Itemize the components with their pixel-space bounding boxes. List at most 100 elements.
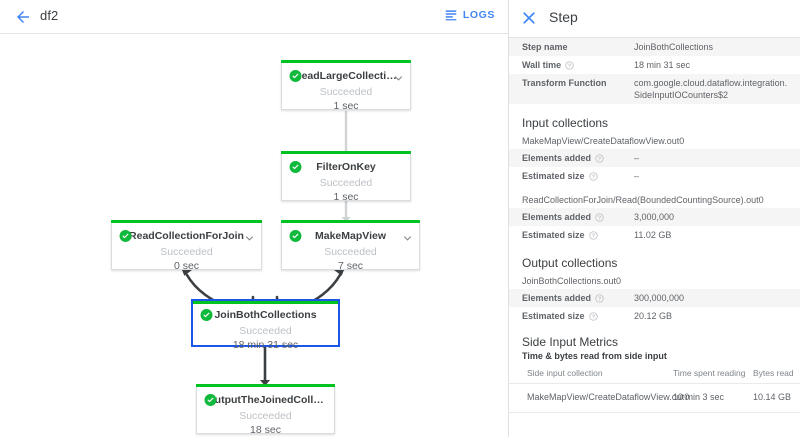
row-value: 20.12 GB (634, 311, 673, 321)
svg-text:?: ? (598, 156, 601, 162)
row-value: com.google.cloud.dataflow.integration.Si… (634, 78, 788, 100)
node-success-bar (281, 60, 411, 63)
graph-node-read-large-collection[interactable]: ReadLargeCollectionFr... Succeeded 1 sec (281, 60, 411, 112)
graph-node-read-collection-for-join[interactable]: ReadCollectionForJoin Succeeded 0 sec (111, 220, 262, 272)
step-panel-body[interactable]: Step name JoinBothCollections Wall time?… (509, 38, 800, 437)
table-row: Estimated size? – (509, 167, 800, 185)
row-key-label: Estimated size (522, 171, 585, 181)
chevron-down-icon[interactable] (402, 231, 413, 242)
graph-node-filter-on-key[interactable]: FilterOnKey Succeeded 1 sec (281, 151, 411, 203)
row-value: 18 min 31 sec (634, 60, 691, 70)
row-key-label: Estimated size (522, 230, 585, 240)
row-key: Estimated size? (509, 167, 634, 185)
graph-node-make-map-view[interactable]: MakeMapView Succeeded 7 sec (281, 220, 420, 272)
row-value: JoinBothCollections (634, 42, 714, 52)
cell-time-spent: 10 min 3 sec (673, 383, 753, 413)
table-header-row: Side input collection Time spent reading… (509, 365, 800, 384)
row-value: 11.02 GB (634, 230, 672, 240)
svg-text:?: ? (591, 314, 594, 320)
chevron-down-icon[interactable] (393, 71, 404, 82)
collection-name: JoinBothCollections.out0 (522, 276, 622, 286)
node-time: 1 sec (333, 191, 359, 203)
row-key-label: Elements added (522, 293, 592, 303)
graph-canvas[interactable]: ReadLargeCollectionFr... Succeeded 1 sec… (0, 34, 508, 437)
row-key: Wall time? (509, 56, 634, 74)
row-key: Estimated size? (509, 307, 634, 325)
node-status: Succeeded (239, 325, 292, 337)
side-input-metrics-table: Side input collection Time spent reading… (509, 365, 800, 413)
node-status: Succeeded (239, 410, 292, 422)
table-row: Estimated size? 11.02 GB (509, 226, 800, 244)
help-circle-icon[interactable]: ? (595, 294, 604, 303)
pane-divider (508, 0, 509, 437)
step-panel-header: Step (509, 0, 800, 38)
check-circle-icon (119, 230, 132, 243)
graph-node-output-the-joined-collection[interactable]: OutputTheJoinedCollec... Succeeded 18 se… (196, 384, 335, 436)
node-success-bar (281, 151, 411, 154)
check-circle-icon (289, 161, 302, 174)
node-label: ReadLargeCollectionFr... (294, 70, 398, 82)
table-row: MakeMapView/CreateDataflowView.out0 10 m… (509, 383, 800, 413)
collection-name: ReadCollectionForJoin/Read(BoundedCounti… (522, 195, 764, 205)
output-collection-table-0: Elements added? 300,000,000 Estimated si… (509, 289, 800, 325)
row-key-label: Wall time (522, 60, 562, 70)
check-circle-icon (200, 309, 213, 322)
row-value: – (634, 171, 640, 181)
subject-lines-icon (444, 8, 458, 22)
column-header-bytes-read: Bytes read (753, 365, 800, 384)
cell-bytes-read: 10.14 GB (753, 383, 800, 413)
table-row: Transform Function com.google.cloud.data… (509, 74, 800, 104)
check-circle-icon (289, 70, 302, 83)
node-success-bar (196, 384, 335, 387)
node-label: OutputTheJoinedCollec... (206, 394, 325, 406)
column-header-collection: Side input collection (509, 365, 673, 384)
table-row: Wall time? 18 min 31 sec (509, 56, 800, 74)
svg-text:?: ? (591, 174, 594, 180)
row-key-label: Elements added (522, 212, 592, 222)
graph-node-join-both-collections[interactable]: JoinBothCollections Succeeded 18 min 31 … (191, 299, 340, 351)
help-circle-icon[interactable]: ? (595, 154, 604, 163)
section-heading-output-collections: Output collections (522, 256, 618, 270)
table-row: Elements added? 3,000,000 (509, 208, 800, 226)
table-row: Elements added? 300,000,000 (509, 289, 800, 307)
table-row: Elements added? – (509, 149, 800, 167)
cell-collection: MakeMapView/CreateDataflowView.out0 (509, 383, 689, 413)
input-collection-table-1: Elements added? 3,000,000 Estimated size… (509, 208, 800, 244)
row-key: Elements added? (509, 208, 634, 226)
job-graph-pane: df2 LOGS (0, 0, 508, 437)
check-circle-icon (289, 230, 302, 243)
node-status: Succeeded (319, 177, 373, 189)
row-key: Elements added? (509, 289, 634, 307)
node-time: 1 sec (333, 100, 359, 112)
node-success-bar (193, 301, 338, 304)
node-time: 7 sec (337, 260, 364, 272)
help-circle-icon[interactable]: ? (588, 231, 598, 240)
node-label: MakeMapView (314, 230, 386, 242)
chevron-down-icon[interactable] (244, 231, 255, 242)
node-label: JoinBothCollections (214, 309, 317, 321)
page-title: df2 (40, 8, 59, 23)
side-input-subheading: Time & bytes read from side input (522, 351, 667, 361)
node-label: ReadCollectionForJoin (129, 230, 244, 242)
help-circle-icon[interactable]: ? (565, 61, 574, 70)
arrow-left-icon[interactable] (14, 8, 32, 26)
node-time: 18 sec (250, 424, 281, 436)
row-key-label: Elements added (522, 153, 592, 163)
row-key: Transform Function (522, 78, 607, 88)
help-circle-icon[interactable]: ? (595, 213, 604, 222)
help-circle-icon[interactable]: ? (588, 312, 598, 321)
node-status: Succeeded (160, 246, 213, 258)
node-success-bar (111, 220, 262, 223)
help-circle-icon[interactable]: ? (588, 172, 598, 181)
close-x-icon[interactable] (520, 9, 538, 27)
row-value: – (634, 153, 640, 163)
svg-text:?: ? (591, 233, 594, 239)
row-key: Estimated size? (509, 226, 634, 244)
row-value: 3,000,000 (634, 212, 675, 222)
node-time: 0 sec (173, 260, 200, 272)
section-heading-input-collections: Input collections (522, 116, 609, 130)
top-app-bar: df2 LOGS (0, 0, 508, 34)
logs-button[interactable]: LOGS (444, 8, 495, 22)
input-collection-table-0: Elements added? – Estimated size? – (509, 149, 800, 185)
